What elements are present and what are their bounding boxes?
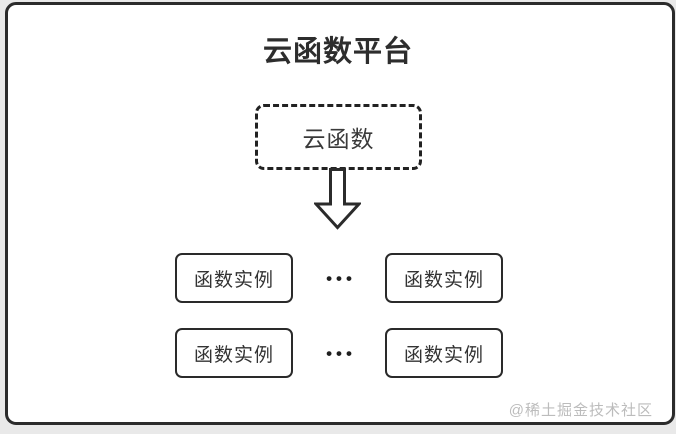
function-instance-label: 函数实例 <box>403 269 484 291</box>
instance-row-1: 函数实例 ••• 函数实例 <box>175 253 503 303</box>
function-instance-label: 函数实例 <box>193 269 274 291</box>
page-title: 云函数平台 <box>262 36 413 68</box>
cloud-function-node: 云函数 <box>255 104 422 170</box>
ellipsis-dots: ••• <box>326 268 356 288</box>
function-instance-node: 函数实例 <box>384 328 503 378</box>
cloud-function-label: 云函数 <box>302 126 375 152</box>
function-instance-label: 函数实例 <box>193 344 274 366</box>
function-instance-node: 函数实例 <box>175 328 293 378</box>
down-arrow-icon <box>314 168 361 230</box>
function-instance-node: 函数实例 <box>175 253 293 303</box>
function-instance-label: 函数实例 <box>403 344 484 366</box>
watermark: @稀土掘金技术社区 <box>508 402 653 419</box>
function-instance-node: 函数实例 <box>384 253 503 303</box>
ellipsis-dots: ••• <box>326 343 356 363</box>
instance-row-2: 函数实例 ••• 函数实例 <box>175 328 503 378</box>
